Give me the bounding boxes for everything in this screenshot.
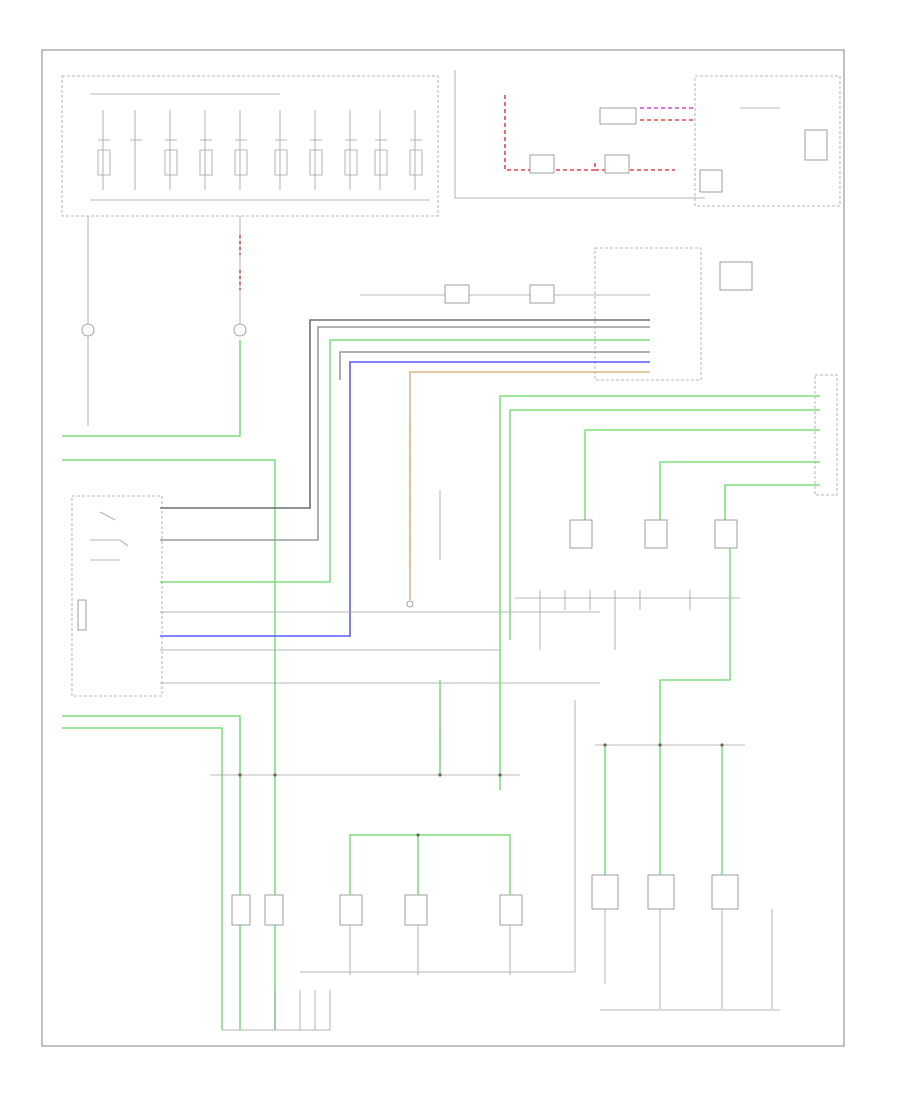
left-ground-columns <box>62 216 276 1030</box>
diagram-frame <box>41 49 845 1047</box>
fuse-box-top-right <box>694 75 841 207</box>
light-control-switch <box>71 495 600 697</box>
fuse-column <box>97 110 423 190</box>
right-connector <box>499 374 838 790</box>
headlight-relay-area <box>454 70 705 199</box>
connector-pins <box>238 743 724 837</box>
gray-bundle <box>160 319 650 637</box>
switch-units-middle <box>406 420 740 760</box>
connector-block-center <box>360 247 753 381</box>
lower-left-joint <box>62 680 576 1031</box>
lower-right-joint <box>591 744 780 1011</box>
fuse-box-top-left <box>61 75 439 217</box>
